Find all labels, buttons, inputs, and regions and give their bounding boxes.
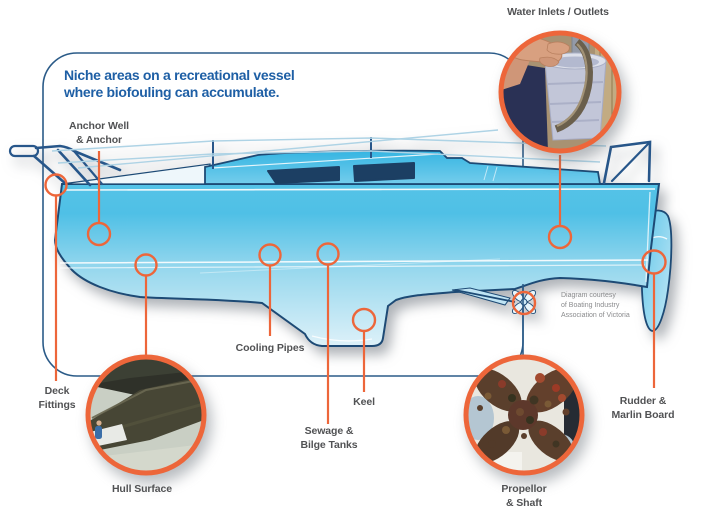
prop-shaft (454, 289, 516, 303)
marker-rudder (641, 249, 667, 275)
diagram-credit: Diagram courtesy of Boating Industry Ass… (561, 292, 630, 319)
bow-pulpit (8, 144, 122, 187)
boot-stripe-lower (59, 264, 646, 269)
label-cooling-pipes: Cooling Pipes (235, 342, 305, 354)
label-water-inlets: Water Inlets / Outlets (507, 6, 609, 18)
marker-rings (44, 173, 667, 333)
stern-rail (602, 140, 652, 185)
lifeline-lower (57, 150, 601, 164)
lifeline-upper (51, 137, 607, 152)
label-sewage-bilge: Sewage & Bilge Tanks (300, 425, 358, 451)
transom-highlight (645, 191, 651, 283)
marker-keel (351, 307, 377, 333)
photo-propellor (463, 354, 585, 476)
marker-sewage-bilge (316, 242, 340, 266)
forestay (77, 129, 499, 169)
coaming-detail (483, 165, 498, 182)
keel-highlight (311, 335, 373, 342)
marker-deck-fittings (44, 173, 68, 197)
marker-anchor-well (86, 221, 112, 247)
label-rudder-marlin: Rudder & Marlin Board (611, 395, 675, 421)
photo-hull-surface (85, 354, 207, 476)
label-anchor-well: Anchor Well & Anchor (69, 120, 129, 146)
leader-lines (54, 151, 656, 424)
boot-stripe-upper (59, 259, 649, 264)
cabin-top-highlight (211, 153, 439, 169)
cabin-window-fore (267, 166, 340, 184)
sheer-stripe (63, 188, 656, 191)
cabin-window-aft (353, 162, 415, 182)
label-hull-surface: Hull Surface (111, 483, 173, 495)
marker-water-inlets (547, 224, 573, 250)
boat-illustration (8, 129, 673, 347)
marker-propellor (511, 290, 537, 316)
marker-cooling-pipes (258, 243, 282, 267)
hull-reflection (199, 258, 501, 274)
label-deck-fittings: Deck Fittings (38, 385, 76, 411)
label-keel: Keel (353, 396, 375, 408)
hull (53, 183, 661, 347)
diagram-title: Niche areas on a recreational vessel whe… (64, 67, 295, 100)
marker-hull-surface (134, 253, 158, 277)
label-propellor-shaft: Propellor & Shaft (501, 483, 547, 509)
